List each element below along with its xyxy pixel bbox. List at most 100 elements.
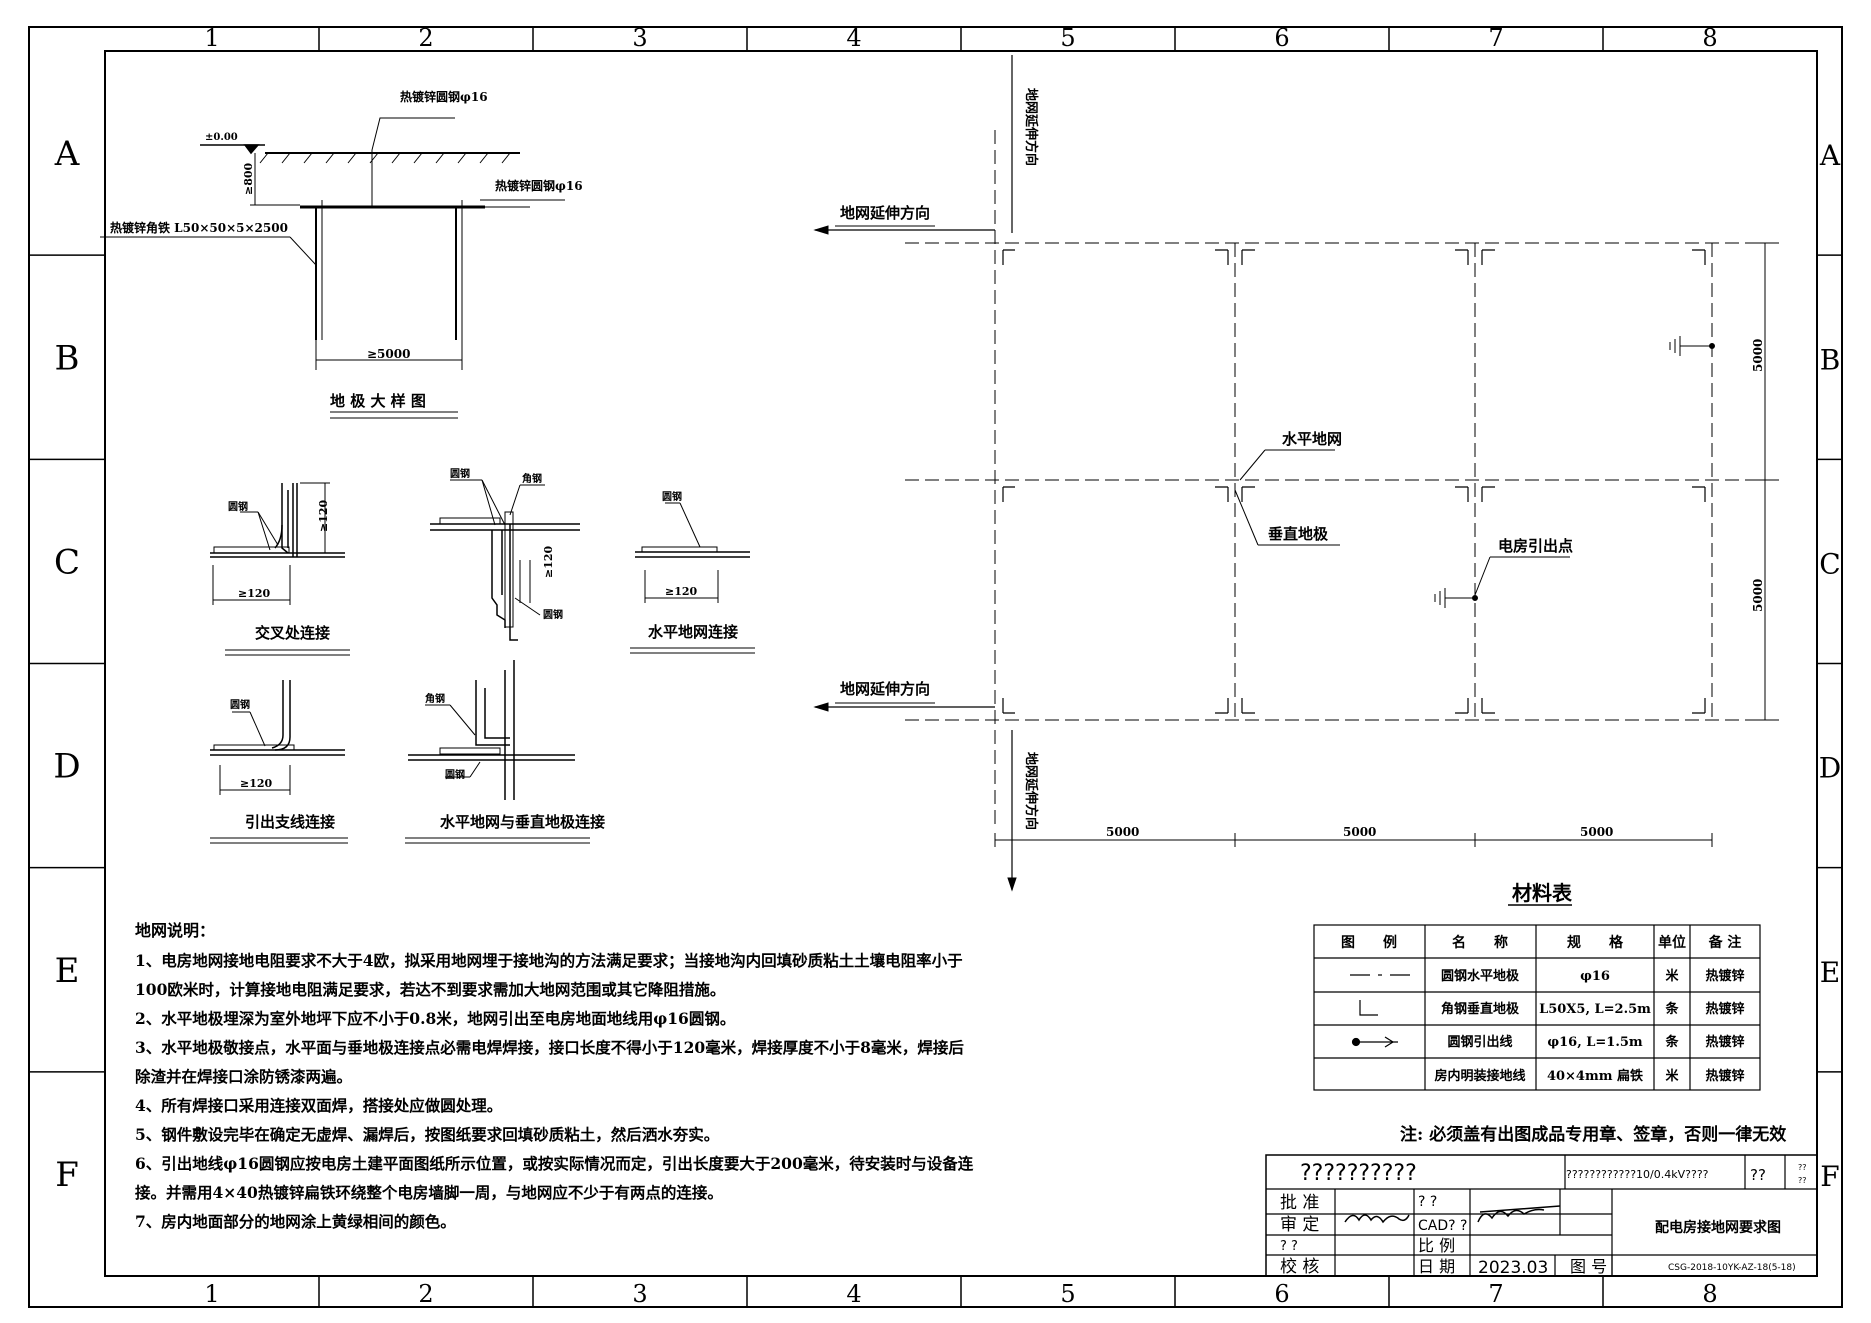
materials-header: 规 格: [1567, 934, 1624, 951]
materials-cell-name: 房内明装接地线: [1434, 1068, 1525, 1084]
detail-title: 地 极 大 样 图: [330, 392, 426, 410]
hv-angle-label: 角钢: [425, 692, 445, 705]
dim-h-1: 5000: [1106, 825, 1139, 839]
mid1-label: ? ?: [1418, 1194, 1437, 1210]
hv-connection-drawing: [405, 660, 590, 844]
spacing-label: ≥5000: [367, 347, 410, 361]
grid-row-left-D: D: [53, 747, 80, 787]
materials-cell-note: 热镀锌: [1705, 968, 1744, 984]
stage-label: ??: [1750, 1166, 1766, 1184]
grid-col-top-8: 8: [1702, 24, 1717, 52]
note-line: 3、水平地极敬接点，水平面与垂地极连接点必需电焊焊接，接口长度不得小于120毫米…: [135, 1038, 964, 1057]
dim-h-2: 5000: [1343, 825, 1376, 839]
materials-cell-note: 热镀锌: [1705, 1068, 1744, 1084]
outer-border: [28, 26, 1843, 1308]
grid-row-right-F: F: [1820, 1160, 1839, 1193]
grid-col-bottom-2: 2: [418, 1280, 433, 1308]
note-line: 6、引出地线φ16圆钢应按电房土建平面图纸所示位置，或按实际情况而定，引出长度要…: [135, 1154, 974, 1173]
materials-cell-unit: 条: [1665, 1001, 1679, 1017]
materials-cell-unit: 米: [1665, 1068, 1679, 1084]
drawing-no-label: 图 号: [1570, 1257, 1607, 1276]
horizontal-connection-drawing: [630, 502, 755, 654]
unknown-label: ? ?: [1280, 1239, 1298, 1254]
materials-header: 名 称: [1452, 934, 1508, 951]
corner-len-label: ≥120: [542, 545, 555, 578]
note-line: 接。并需用4×40热镀锌扁铁环绕整个电房墙脚一周，与地网应不少于有两点的连接。: [135, 1183, 723, 1202]
grid-row-right-B: B: [1820, 343, 1841, 376]
materials-cell-spec: φ16, L=1.5m: [1547, 1035, 1643, 1050]
grid-row-left-A: A: [54, 134, 80, 174]
materials-cell-unit: 米: [1665, 968, 1679, 984]
grid-row-right-D: D: [1819, 752, 1841, 785]
review-label: 审 定: [1280, 1215, 1319, 1235]
grid-lines: [29, 27, 1842, 1307]
materials-cell-name: 圆钢引出线: [1447, 1034, 1512, 1050]
title-block: [1265, 1154, 1818, 1277]
stage-small-bottom: ??: [1798, 1176, 1807, 1185]
horizontal-net-label: 水平地网: [1282, 430, 1342, 448]
grid-col-bottom-1: 1: [204, 1280, 219, 1308]
vertical-pole-label: 垂直地极: [1268, 525, 1329, 543]
grid-col-top-6: 6: [1274, 24, 1289, 52]
materials-cell-name: 圆钢水平地极: [1441, 968, 1520, 984]
drawing-number: CSG-2018-10YK-AZ-18(5-18): [1668, 1263, 1796, 1273]
branch-rod-label: 圆钢: [230, 698, 250, 711]
ground-grid-plan: [813, 55, 1780, 892]
materials-header: 图 例: [1341, 934, 1397, 951]
corner-angle-label: 角钢: [522, 472, 542, 485]
approve-label: 批 准: [1280, 1193, 1319, 1213]
materials-title: 材料表: [1512, 881, 1573, 905]
grid-col-top-5: 5: [1060, 24, 1075, 52]
drawing-title: 配电房接地网要求图: [1655, 1219, 1781, 1236]
rod-top-label: 热镀锌圆钢φ16: [400, 89, 488, 104]
grid-col-bottom-7: 7: [1488, 1280, 1503, 1308]
stage-small-top: ??: [1798, 1163, 1807, 1172]
horizontal-connection-title: 水平地网连接: [648, 623, 738, 641]
ground-detail: [100, 117, 565, 419]
check-label: 校 核: [1280, 1257, 1319, 1277]
branch-len-label: ≥120: [240, 777, 273, 790]
grid-row-left-C: C: [54, 542, 80, 582]
branch-connection-drawing: [210, 680, 348, 844]
grid-col-bottom-4: 4: [846, 1280, 861, 1308]
note-line: 5、钢件敷设完毕在确定无虚焊、漏焊后，按图纸要求回填砂质粘土，然后洒水夯实。: [135, 1125, 719, 1144]
note-line: 1、电房地网接地电阻要求不大于4欧，拟采用地网埋于接地沟的方法满足要求；当接地沟…: [135, 951, 963, 970]
grid-col-top-2: 2: [418, 24, 433, 52]
materials-cell-name: 角钢垂直地极: [1441, 1001, 1520, 1017]
lead-out-label: 电房引出点: [1498, 537, 1573, 555]
date-label: 日 期: [1418, 1257, 1455, 1276]
grid-row-right-C: C: [1819, 547, 1840, 580]
grid-col-bottom-5: 5: [1060, 1280, 1075, 1308]
rod-horizontal-label: 热镀锌圆钢φ16: [495, 178, 583, 193]
hv-rod-label: 圆钢: [445, 768, 465, 781]
grid-row-right-A: A: [1819, 139, 1841, 172]
cross-len-v-label: ≥120: [317, 499, 330, 532]
grid-col-bottom-6: 6: [1274, 1280, 1289, 1308]
extend-vertical-label-bottom: 地网延伸方向: [1023, 752, 1039, 830]
cad-label: CAD? ?: [1418, 1218, 1467, 1234]
cross-connection-drawing: [210, 482, 350, 656]
corner-connection-drawing: [430, 479, 580, 641]
grid-col-top-4: 4: [846, 24, 861, 52]
grid-col-bottom-8: 8: [1702, 1280, 1717, 1308]
dim-v-1: 5000: [1751, 339, 1765, 372]
extend-left-label-bottom: 地网延伸方向: [840, 680, 930, 698]
grid-row-right-E: E: [1820, 956, 1840, 989]
materials-table: [1313, 924, 1761, 1091]
note-line: 100欧米时，计算接地电阻满足要求，若达不到要求需加大地网范围或其它降阻措施。: [135, 980, 725, 999]
grid-col-top-1: 1: [204, 24, 219, 52]
notes-title: 地网说明：: [135, 921, 215, 940]
note-line: 除渣并在焊接口涂防锈漆两遍。: [135, 1067, 352, 1086]
cross-len-h-label: ≥120: [238, 587, 271, 600]
materials-cell-note: 热镀锌: [1705, 1034, 1744, 1050]
notes-lines: 1、电房地网接地电阻要求不大于4欧，拟采用地网埋于接地沟的方法满足要求；当接地沟…: [135, 951, 974, 1231]
grid-row-left-F: F: [55, 1155, 79, 1195]
grid-col-bottom-3: 3: [632, 1280, 647, 1308]
cross-connection-title: 交叉处连接: [255, 624, 330, 642]
dim-h-3: 5000: [1580, 825, 1613, 839]
company-name: ??????????: [1300, 1161, 1417, 1186]
date-value: 2023.03: [1478, 1258, 1548, 1278]
